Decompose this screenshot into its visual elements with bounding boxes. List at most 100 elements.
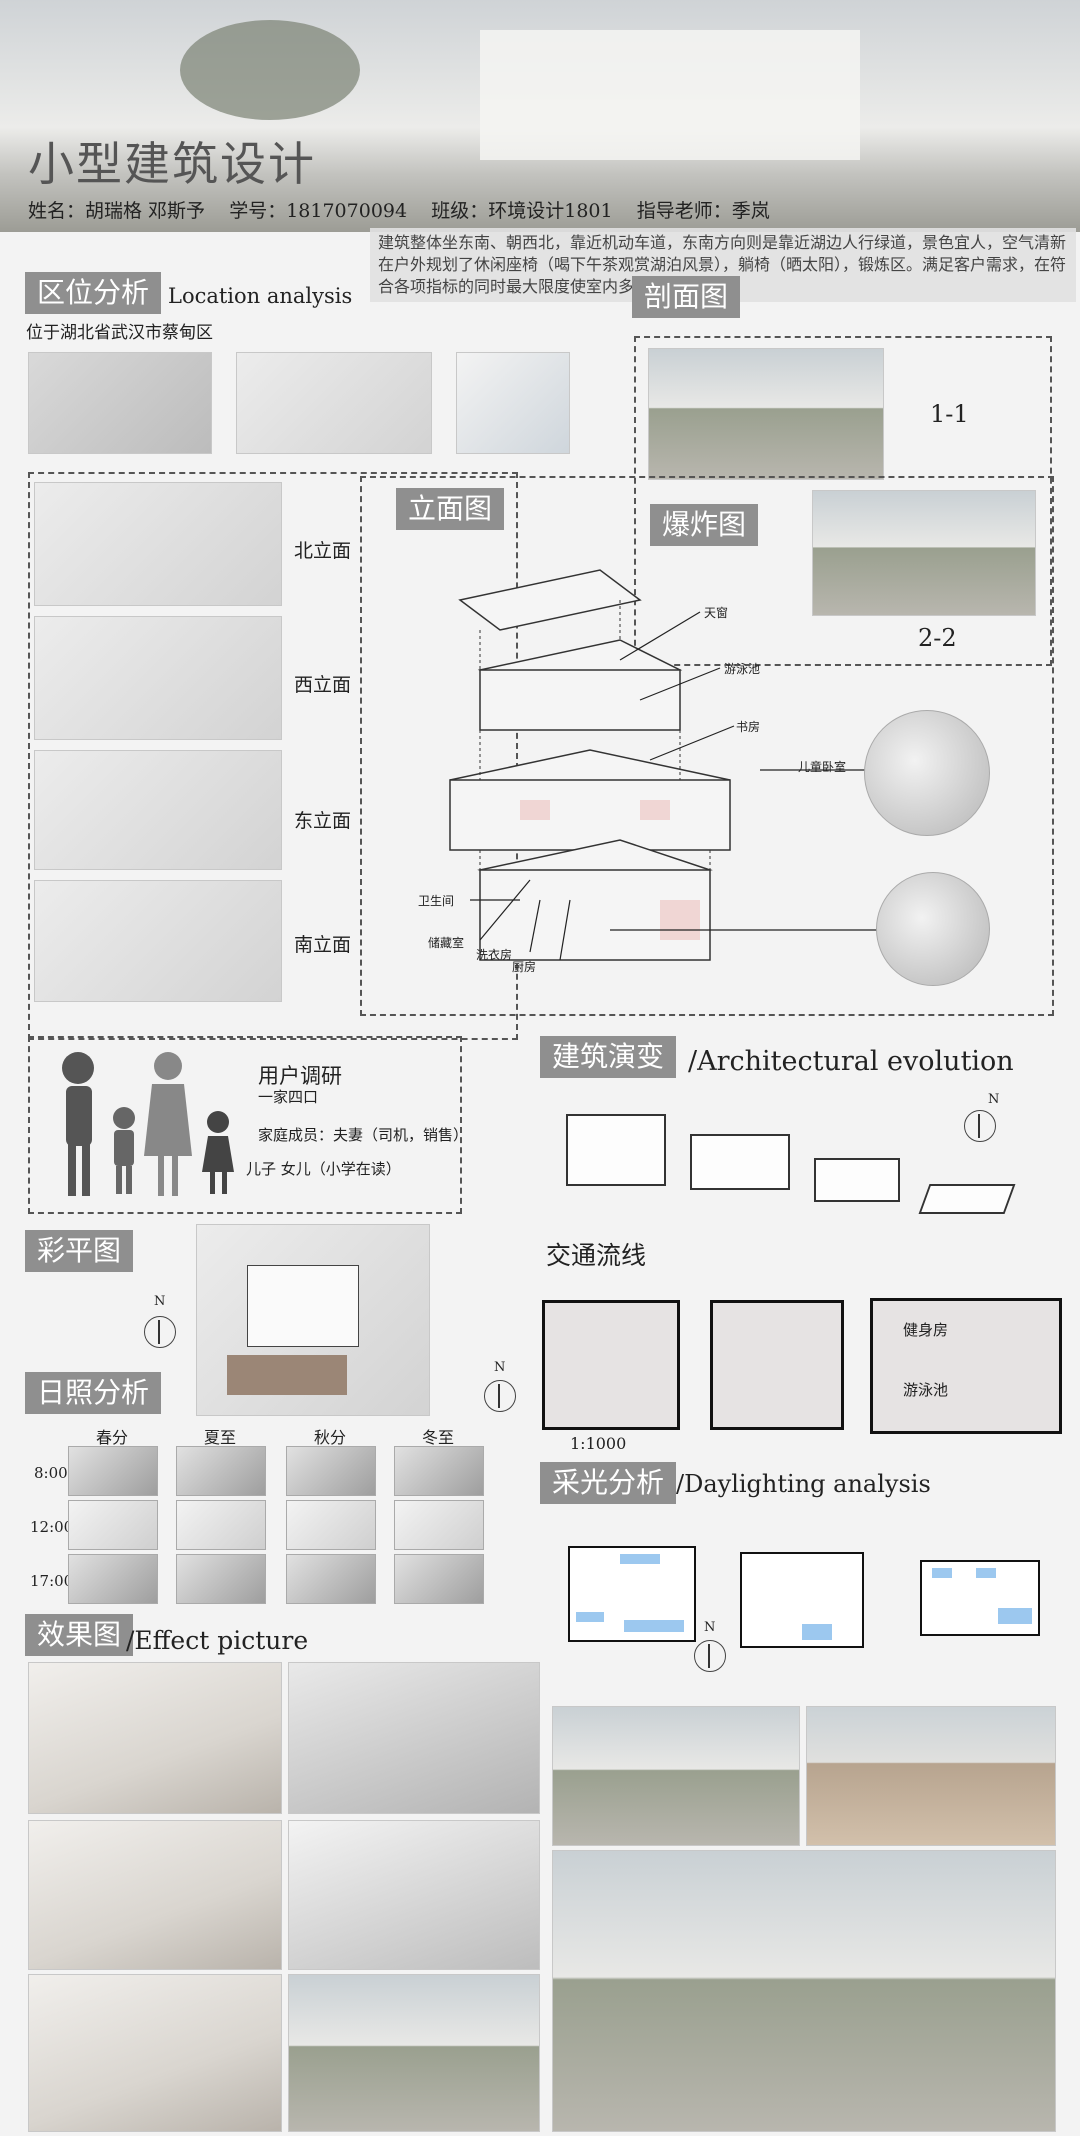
page-title: 小型建筑设计 [28, 137, 316, 191]
sun-thumb-8-spring [68, 1446, 158, 1496]
daylight-section-3-window-2 [976, 1568, 996, 1578]
sun-thumb-8-winter [394, 1446, 484, 1496]
header-banner [0, 0, 1080, 232]
design-description: 建筑整体坐东南、朝西北，靠近机动车道，东南方向则是靠近湖边人行绿道，景色宜人，空… [370, 228, 1076, 302]
daylight-section-1-window-bottom-right [624, 1620, 684, 1632]
section-image-1 [648, 348, 884, 480]
effect-exterior-front [552, 1706, 800, 1846]
season-winter: 冬至 [422, 1428, 455, 1447]
kids-bedroom-photo [864, 710, 990, 836]
daylight-title-en: /Daylighting analysis [676, 1470, 931, 1498]
daylight-section-1 [568, 1546, 696, 1642]
location-map-china [28, 352, 212, 454]
traffic-title: 交通流线 [546, 1241, 647, 1270]
effect-exterior-courtyard [288, 1974, 540, 2132]
evolution-step-1 [566, 1114, 666, 1186]
kitchen-photo [876, 872, 990, 986]
daylight-section-1-window-bottom-left [576, 1612, 604, 1622]
elevation-label-west: 西立面 [294, 674, 352, 696]
explode-label-bathroom: 卫生间 [418, 894, 455, 908]
exploded-axonometric [449, 569, 731, 961]
location-title: 区位分析 [25, 272, 162, 314]
colorplan-title: 彩平图 [25, 1230, 134, 1272]
effect-bedroom-1 [28, 1662, 282, 1814]
traffic-plan-3: 健身房 游泳池 [870, 1298, 1062, 1434]
colorplan-deck [227, 1355, 347, 1395]
effect-exterior-terrace [806, 1706, 1056, 1846]
traffic-room-gym: 健身房 [903, 1321, 949, 1339]
sun-thumb-12-autumn [286, 1500, 376, 1550]
evolution-step-4 [918, 1184, 1016, 1214]
student-info: 姓名：胡瑞格 邓斯予 学号：1817070094 班级：环境设计1801 指导老… [28, 200, 770, 222]
traffic-north-icon [484, 1380, 516, 1412]
banner-tree [180, 20, 360, 120]
section-label-1: 1-1 [930, 400, 969, 428]
elevation-image-west [34, 616, 282, 740]
traffic-room-pool: 游泳池 [903, 1381, 949, 1399]
daylight-section-2 [740, 1552, 864, 1648]
sun-thumb-12-winter [394, 1500, 484, 1550]
effect-kitchen [288, 1820, 540, 1970]
location-subtitle: 位于湖北省武汉市蔡甸区 [26, 323, 213, 343]
daylight-section-2-window [802, 1624, 832, 1640]
time-17: 17:00 [30, 1572, 74, 1590]
elevation-label-north: 北立面 [294, 540, 352, 562]
effect-title-en: /Effect picture [126, 1626, 309, 1655]
elevation-image-east [34, 750, 282, 870]
elevation-label-east: 东立面 [294, 810, 352, 832]
sun-thumb-17-autumn [286, 1554, 376, 1604]
section-label-2: 2-2 [918, 624, 957, 652]
effect-title: 效果图 [25, 1614, 134, 1656]
section-dashed-frame [634, 336, 1052, 666]
season-spring: 春分 [96, 1428, 129, 1447]
colorplan-north-icon [144, 1316, 176, 1348]
season-summer: 夏至 [204, 1428, 237, 1447]
user-line-1: 一家四口 [258, 1088, 319, 1106]
time-12: 12:00 [30, 1518, 74, 1536]
sun-thumb-12-spring [68, 1500, 158, 1550]
colorplan-image [196, 1224, 430, 1416]
traffic-plan-1 [542, 1300, 680, 1430]
sunlight-title: 日照分析 [25, 1372, 162, 1414]
season-autumn: 秋分 [314, 1428, 347, 1447]
user-line-3: 儿子 女儿（小学在读） [246, 1160, 401, 1178]
time-8: 8:00 [34, 1464, 68, 1482]
elevation-title: 立面图 [396, 488, 505, 530]
elevation-image-north [34, 482, 282, 606]
traffic-north-label: N [494, 1360, 506, 1375]
effect-exterior-main [552, 1850, 1056, 2132]
evolution-step-2 [690, 1134, 790, 1190]
sun-thumb-8-summer [176, 1446, 266, 1496]
daylight-north-icon [694, 1640, 726, 1672]
daylight-section-3 [920, 1560, 1040, 1636]
banner-building [480, 30, 860, 160]
explode-leader-lines [470, 611, 880, 961]
daylight-section-3-window-3 [998, 1608, 1032, 1624]
explode-title: 爆炸图 [650, 504, 759, 546]
evolution-step-3 [814, 1158, 900, 1202]
sun-thumb-17-summer [176, 1554, 266, 1604]
explode-label-pool: 游泳池 [724, 662, 761, 676]
user-line-2: 家庭成员：夫妻（司机，销售） [258, 1126, 469, 1144]
explode-label-laundry: 洗衣房 [476, 948, 513, 962]
explode-label-skylight: 天窗 [704, 606, 729, 620]
user-dashed-frame [28, 1036, 462, 1214]
elevation-image-south [34, 880, 282, 1002]
colorplan-north-label: N [154, 1294, 166, 1309]
evolution-north-icon [964, 1110, 996, 1142]
family-illustration [40, 1044, 250, 1204]
location-title-en: Location analysis [168, 284, 353, 308]
sun-thumb-8-autumn [286, 1446, 376, 1496]
effect-study [28, 1974, 282, 2132]
elevation-label-south: 南立面 [294, 934, 352, 956]
daylight-section-1-window-top [620, 1554, 660, 1564]
colorplan-roof [247, 1265, 359, 1347]
explode-label-study: 书房 [736, 720, 761, 734]
evolution-north-label: N [988, 1092, 1000, 1107]
explode-dashed-frame [360, 476, 1054, 1016]
daylight-title: 采光分析 [540, 1462, 677, 1504]
sun-thumb-17-spring [68, 1554, 158, 1604]
traffic-scale: 1:1000 [570, 1434, 627, 1453]
daylight-north-label: N [704, 1620, 716, 1635]
section-image-2 [812, 490, 1036, 616]
